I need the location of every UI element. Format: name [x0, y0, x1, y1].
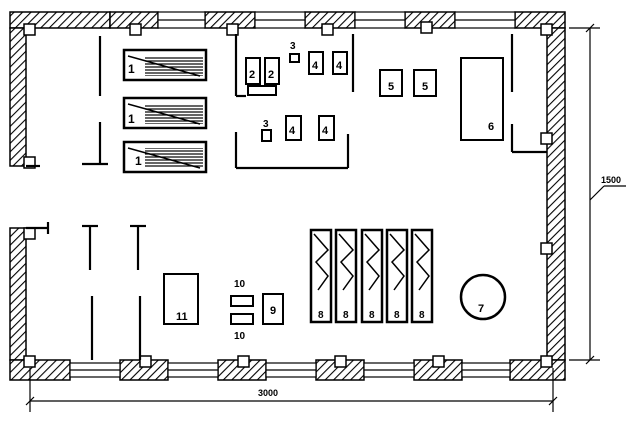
rack-8-4: 8 — [385, 228, 409, 324]
wall-top-seg-6 — [514, 11, 566, 29]
unit-3-lower-label: 3 — [263, 119, 269, 130]
unit-4-low-left-label: 4 — [289, 125, 296, 137]
racks-8: 8 8 8 8 8 — [309, 228, 434, 324]
rack-8-2: 8 — [334, 228, 358, 324]
outer-walls — [9, 11, 566, 381]
bed-bottom-label: 1 — [135, 154, 142, 168]
unit-2-left-label: 2 — [249, 69, 255, 81]
unit-4-top-right-label: 4 — [336, 60, 343, 72]
columns — [23, 21, 553, 368]
unit-9-label: 9 — [270, 305, 276, 317]
wall-bottom-seg-1 — [9, 359, 71, 381]
unit-2-right-label: 2 — [268, 69, 274, 81]
svg-text:8: 8 — [419, 310, 425, 321]
rack-8-1: 8 — [309, 228, 333, 324]
dimension-vertical — [569, 23, 626, 365]
bed-mid: 1 — [122, 96, 208, 130]
unit-5-right-label: 5 — [422, 81, 428, 93]
svg-text:8: 8 — [343, 310, 349, 321]
units-9-10-11 — [163, 273, 284, 325]
svg-text:8: 8 — [318, 310, 324, 321]
windows-bottom — [69, 362, 511, 378]
wall-right — [546, 27, 566, 361]
unit-5-left-label: 5 — [388, 81, 394, 93]
svg-text:8: 8 — [369, 310, 375, 321]
unit-4-low-right-label: 4 — [322, 125, 329, 137]
units-2-3-4 — [245, 51, 348, 142]
unit-4-top-left-label: 4 — [312, 60, 319, 72]
svg-text:8: 8 — [394, 310, 400, 321]
rack-8-5: 8 — [410, 228, 434, 324]
dimension-width-label: 3000 — [258, 388, 278, 398]
wall-bottom-seg-6 — [509, 359, 566, 381]
bed-top-label: 1 — [128, 62, 135, 76]
unit-11-label: 11 — [176, 311, 188, 323]
units-5-6 — [379, 57, 504, 141]
tank-7-label: 7 — [478, 303, 484, 315]
rack-8-3: 8 — [360, 228, 384, 324]
windows-top — [157, 11, 516, 29]
dimension-horizontal — [25, 368, 558, 412]
unit-3-top-label: 3 — [290, 41, 296, 52]
wall-left-upper — [9, 27, 27, 167]
wall-left-lower — [9, 227, 27, 361]
tank-7: 7 — [459, 273, 507, 321]
bed-mid-label: 1 — [128, 112, 135, 126]
dimension-height-label: 1500 — [601, 175, 621, 185]
partitions — [26, 34, 547, 360]
unit-6-label: 6 — [488, 121, 494, 133]
unit-10-top-label: 10 — [234, 279, 246, 290]
bed-top: 1 — [122, 48, 208, 82]
bed-bottom: 1 — [122, 140, 208, 174]
unit-10-bottom-label: 10 — [234, 331, 246, 342]
